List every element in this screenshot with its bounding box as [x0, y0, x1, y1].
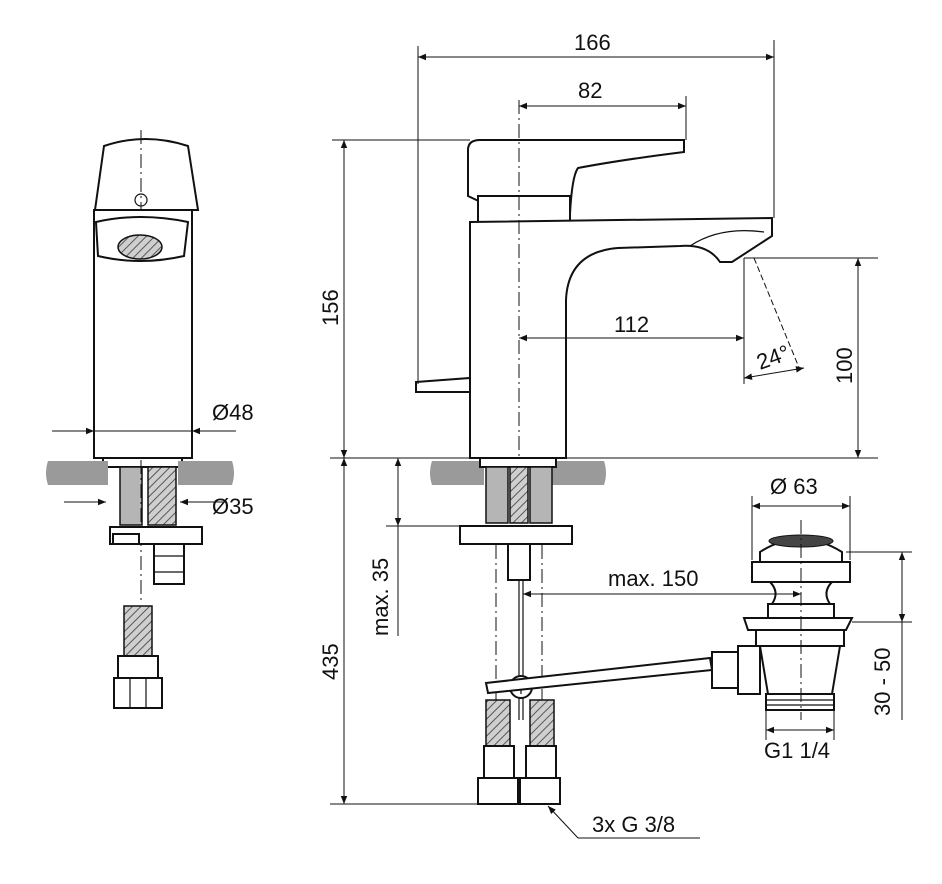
dim-below-deck: 435 [318, 643, 343, 680]
front-popup-knob [415, 376, 471, 393]
waste-assembly [742, 534, 854, 711]
side-lever [93, 138, 200, 211]
front-deck-left [430, 461, 484, 485]
dim-lever-length: 82 [578, 78, 602, 103]
dim-waste-range: 30 - 50 [870, 648, 895, 717]
dim-waste-reach: max. 150 [608, 566, 699, 591]
front-deck-right [552, 461, 606, 485]
dim-spout-height: 100 [832, 347, 857, 384]
side-deck-left [46, 461, 108, 485]
dim-waste-thread: G1 1/4 [764, 738, 830, 763]
dim-spray-angle: 24° [753, 340, 793, 375]
side-deck-right [178, 461, 234, 485]
front-view [415, 100, 854, 805]
body-diameter-label: Ø48 [212, 400, 254, 425]
side-aerator [117, 234, 163, 260]
dim-spout-reach: 112 [614, 312, 649, 337]
dim-deck-thickness: max. 35 [368, 558, 393, 636]
dim-total-height: 156 [318, 289, 343, 326]
dim-connections: 3x G 3/8 [592, 812, 675, 837]
dim-waste-diameter: Ø 63 [770, 474, 818, 499]
side-view: Ø48 Ø35 [46, 130, 254, 709]
hole-diameter-label: Ø35 [212, 494, 254, 519]
dim-total-length: 166 [574, 30, 611, 55]
front-body-spout [469, 216, 773, 459]
dimension-lines: 166 82 156 112 24° 100 max. 35 435 [318, 30, 912, 839]
